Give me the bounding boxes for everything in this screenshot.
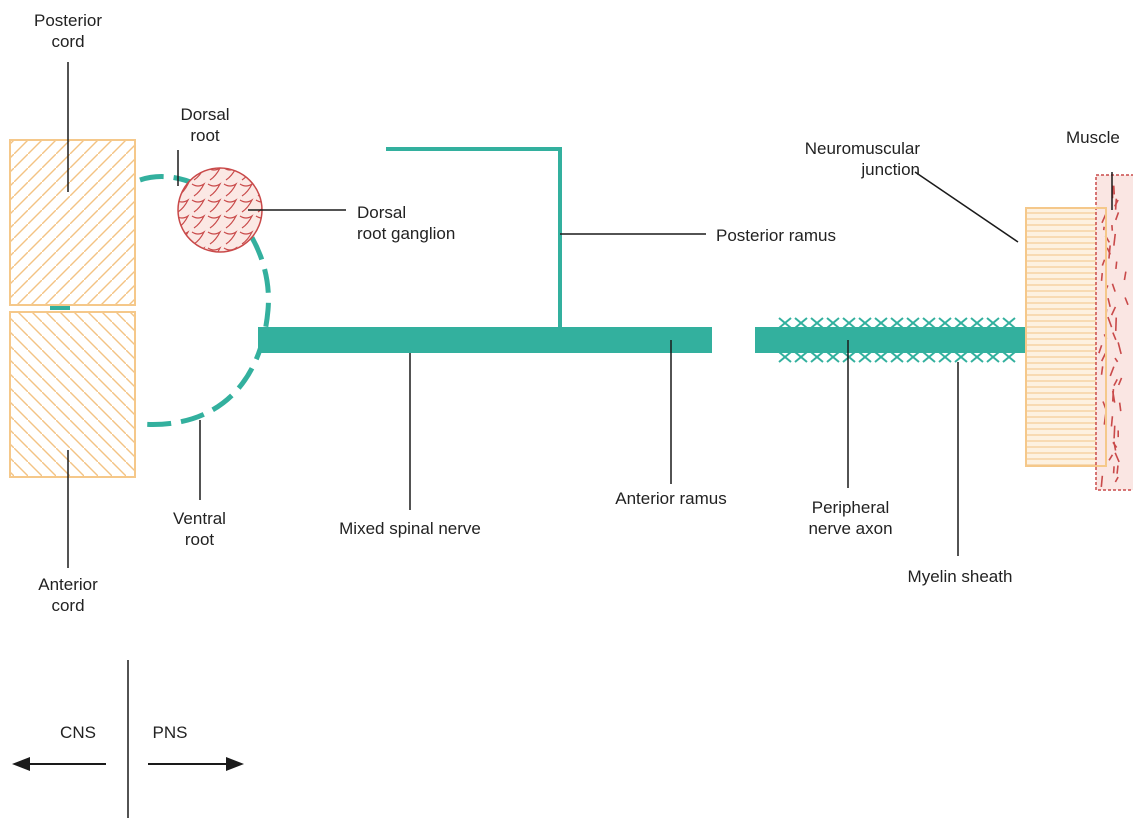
- posterior-ramus-label: Posterior ramus: [716, 225, 886, 246]
- dorsal-root-ganglion-label: Dorsal root ganglion: [357, 202, 507, 244]
- posterior-cord-block: [10, 140, 135, 305]
- muscle-label: Muscle: [1066, 127, 1133, 148]
- anterior-cord-label: Anterior cord: [18, 574, 118, 616]
- posterior-cord-label: Posterior cord: [18, 10, 118, 52]
- pns-arrow: [148, 757, 244, 771]
- dorsal-root-label: Dorsal root: [160, 104, 250, 146]
- myelin-sheath-label: Myelin sheath: [880, 566, 1040, 587]
- peripheral-nerve-axon-label: Peripheral nerve axon: [788, 497, 913, 539]
- anterior-cord-block: [10, 312, 135, 477]
- cns-label: CNS: [48, 722, 108, 743]
- anterior-ramus-label: Anterior ramus: [596, 488, 746, 509]
- ventral-root-label: Ventral root: [152, 508, 247, 550]
- pns-label: PNS: [140, 722, 200, 743]
- neuromuscular-junction-label: Neuromuscular junction: [760, 138, 920, 180]
- mixed-spinal-nerve-bar: [258, 327, 712, 353]
- cns-arrow: [12, 757, 106, 771]
- junction-lines: [1027, 209, 1105, 465]
- peripheral-nerve-axon-bar: [755, 327, 1027, 353]
- mixed-spinal-nerve-label: Mixed spinal nerve: [310, 518, 510, 539]
